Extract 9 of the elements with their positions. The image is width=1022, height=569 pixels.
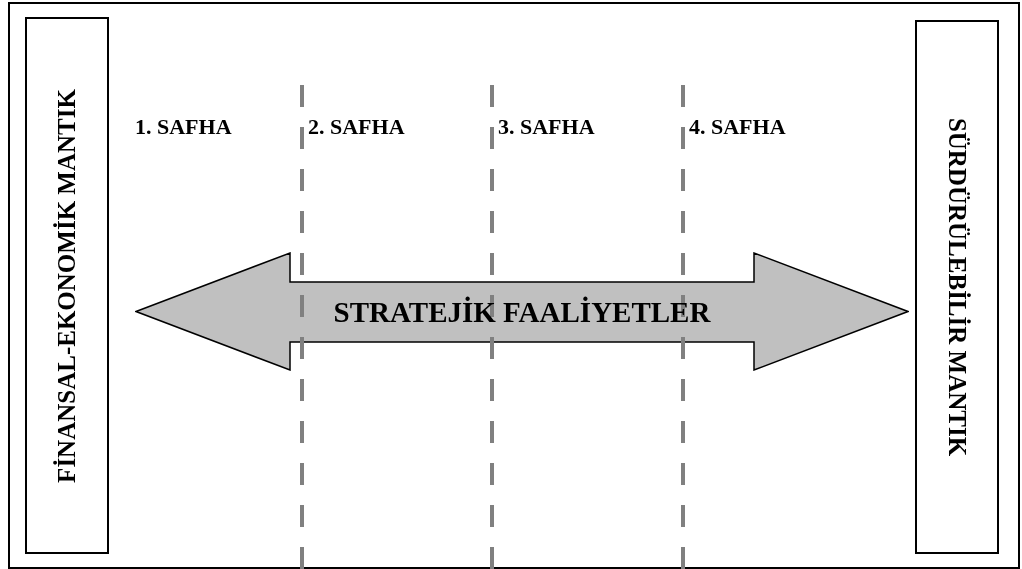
vertical-label: FİNANSAL-EKONOMİK MANTIK: [53, 88, 81, 483]
label-box: [915, 20, 999, 554]
label-box: [25, 17, 109, 554]
phase-label: 1. SAFHA: [135, 114, 232, 140]
phase-label: 2. SAFHA: [308, 114, 405, 140]
arrow-label: STRATEJİK FAALİYETLER: [332, 295, 712, 328]
phase-label: 4. SAFHA: [689, 114, 786, 140]
vertical-label: SÜRDÜRÜLEBİLİR MANTIK: [943, 117, 971, 457]
phase-label: 3. SAFHA: [498, 114, 595, 140]
